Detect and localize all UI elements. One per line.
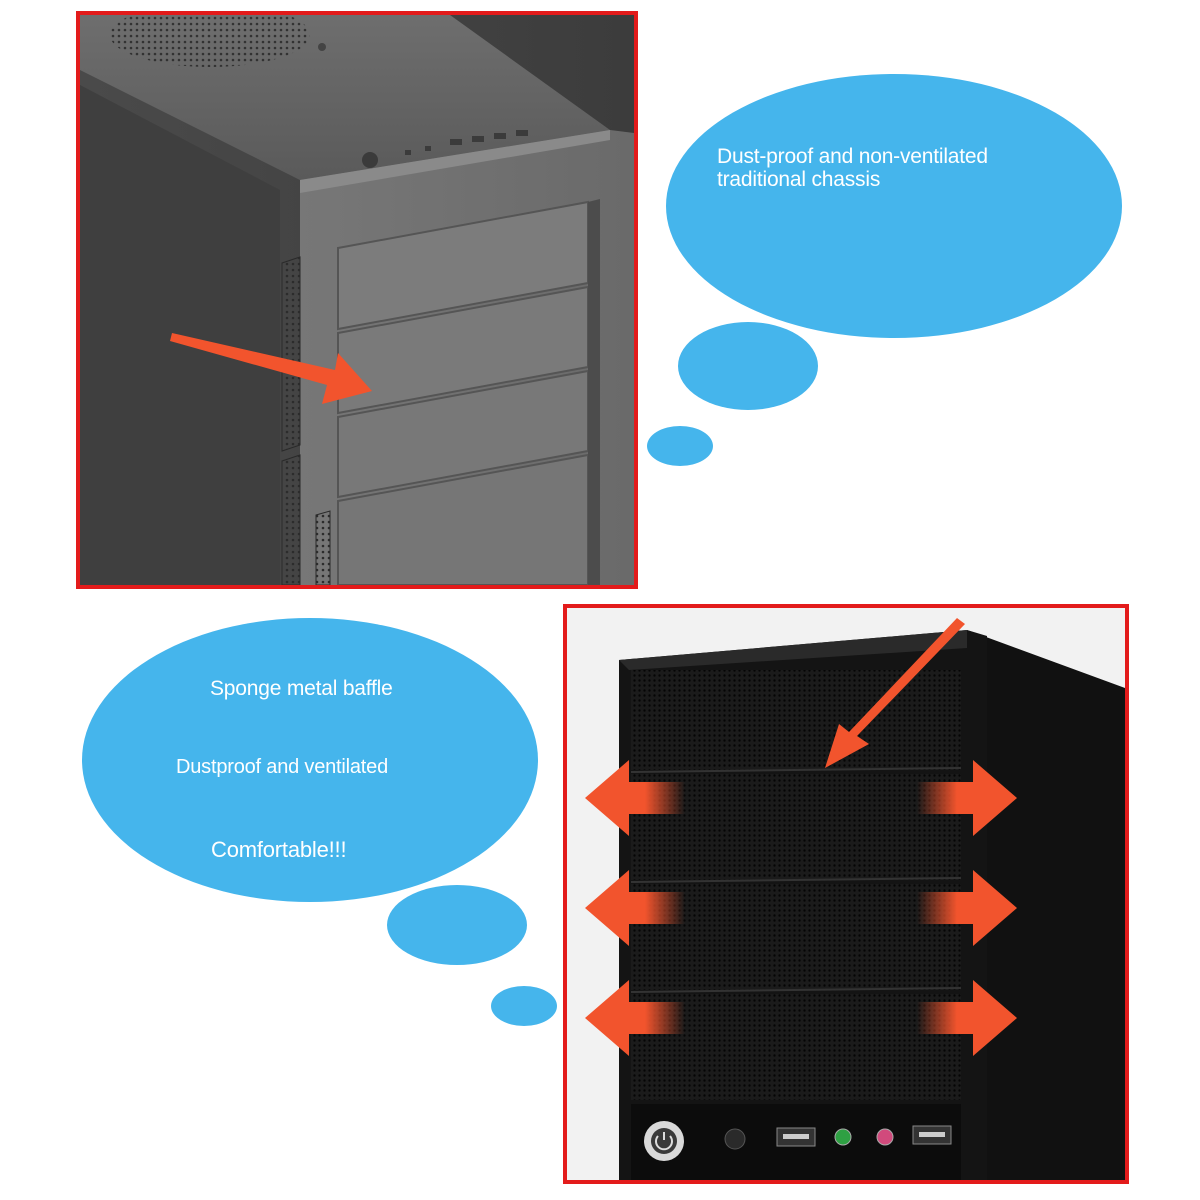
airflow-arrow-icon xyxy=(585,760,685,1056)
power-icon xyxy=(655,1132,673,1151)
traditional-chassis-photo xyxy=(76,11,638,589)
callout-bubble-top xyxy=(666,74,1122,338)
audio-jack-icon xyxy=(834,1128,852,1146)
mesh-chassis-caption-line-2: Dustproof and ventilated xyxy=(176,756,389,778)
airflow-arrow-icon xyxy=(917,760,1017,1056)
mesh-chassis-illustration xyxy=(567,608,1125,1180)
callout-bubble-bottom-tail-large xyxy=(387,885,527,965)
callout-bubble-top-tail-small xyxy=(647,426,713,466)
pointer-arrow-icon xyxy=(170,333,372,404)
traditional-chassis-caption-line-2: traditional chassis xyxy=(717,168,881,191)
traditional-chassis-caption-line-1: Dust-proof and non-ventilated xyxy=(717,145,988,168)
callout-bubble-bottom xyxy=(82,618,538,902)
audio-jack-icon xyxy=(876,1128,894,1146)
traditional-chassis-illustration xyxy=(80,15,634,585)
mesh-chassis-caption-line-3: Comfortable!!! xyxy=(211,837,347,862)
mesh-chassis-caption-line-1: Sponge metal baffle xyxy=(210,677,393,700)
pointer-arrow-icon xyxy=(825,618,965,768)
power-button xyxy=(644,1121,684,1161)
reset-button xyxy=(724,1128,746,1150)
callout-bubble-bottom-tail-small xyxy=(491,986,557,1026)
callout-bubble-top-tail-large xyxy=(678,322,818,410)
mesh-chassis-photo xyxy=(563,604,1129,1184)
